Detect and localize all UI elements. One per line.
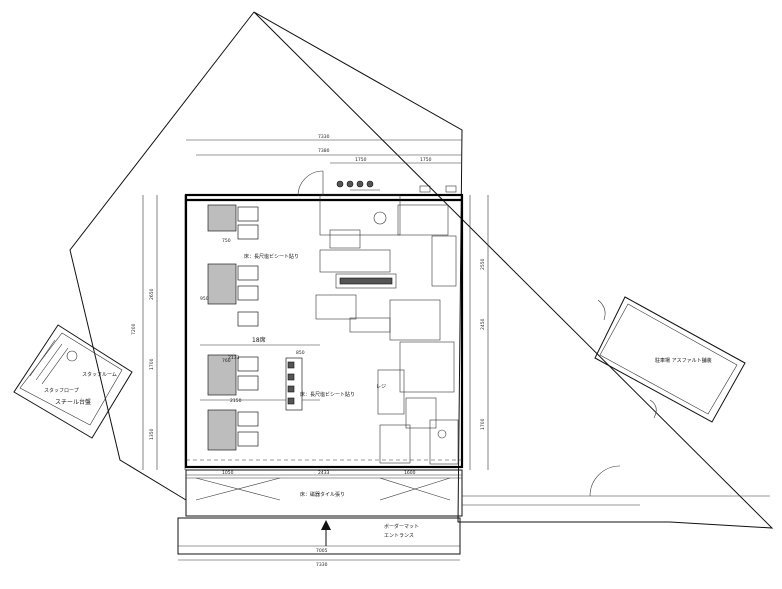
entrance-note: ボーダーマット [384,523,419,530]
seats-label: 18席 [252,336,266,344]
dim-left-a: 2650 [149,288,155,300]
kitchen: レジ [315,194,459,465]
dim-bottom-b: 2433 [318,470,330,476]
dim-right-b: 2450 [480,318,486,330]
seating-left: 750 760 950 2133 2150 850 床：長尺塩ビシート貼り 18… [200,204,320,451]
dim-seat-a: 750 [222,238,231,244]
doors [297,170,457,197]
dim-seat-d: 2133 [228,355,240,361]
dim-top-total: 7330 [318,134,330,140]
dim-left-c: 1350 [149,428,155,440]
dimension-left: 7200 2650 1700 1350 [131,195,186,470]
dim-top-inner: 7380 [318,148,330,154]
counter: 床：長尺塩ビシート貼り [285,357,355,411]
terrace: 床：磁器タイル張り [185,465,770,517]
dim-seat-e: 2150 [230,398,242,404]
entrance-path-label: 床：磁器タイル張り [300,491,345,498]
staff-room: スタッフルーム スタッフロープ スチール台盤 [13,324,133,439]
dim-bottom-inner: 7005 [316,548,328,554]
building: 750 760 950 2133 2150 850 床：長尺塩ビシート貼り 18… [184,170,464,469]
parking-label: 駐車場 アスファルト舗装 [655,357,712,364]
bottom-note: エントランス [384,533,414,539]
parking-area: 駐車場 アスファルト舗装 [594,296,746,423]
steel-stand-label: スチール台盤 [55,398,91,406]
dimension-top: 7330 7380 1750 1750 [186,134,462,164]
floor-note-top: 床：長尺塩ビシート貼り [244,253,299,260]
dim-bottom-c: 1600 [404,470,416,476]
floor-note-mid: 床：長尺塩ビシート貼り [300,391,355,398]
dim-left-b: 1700 [149,358,155,370]
dim-top-right: 1750 [420,157,432,163]
entrance-arrow-icon [321,520,331,546]
dim-seat-c: 950 [200,296,209,302]
dimension-bottom: 1050 2433 1600 7005 7330 ボーダーマット エントランス [177,470,462,568]
dim-right-c: 1700 [480,418,486,430]
register-label: レジ [376,384,386,390]
dim-seat-f: 850 [296,350,305,356]
dim-seat-b: 760 [222,358,231,364]
staff-slope-label: スタッフロープ [44,387,79,394]
site-boundary [253,11,774,529]
dimension-right: 2550 2450 1700 [469,195,489,470]
dim-top-left: 1750 [355,157,367,163]
dim-left-total: 7200 [131,323,137,335]
dim-bottom-a: 1050 [222,470,234,476]
staff-room-label: スタッフルーム [82,371,117,378]
dim-right-a: 2550 [480,258,486,270]
dim-bottom-total: 7330 [316,562,328,568]
site-boundary-left [69,11,255,501]
